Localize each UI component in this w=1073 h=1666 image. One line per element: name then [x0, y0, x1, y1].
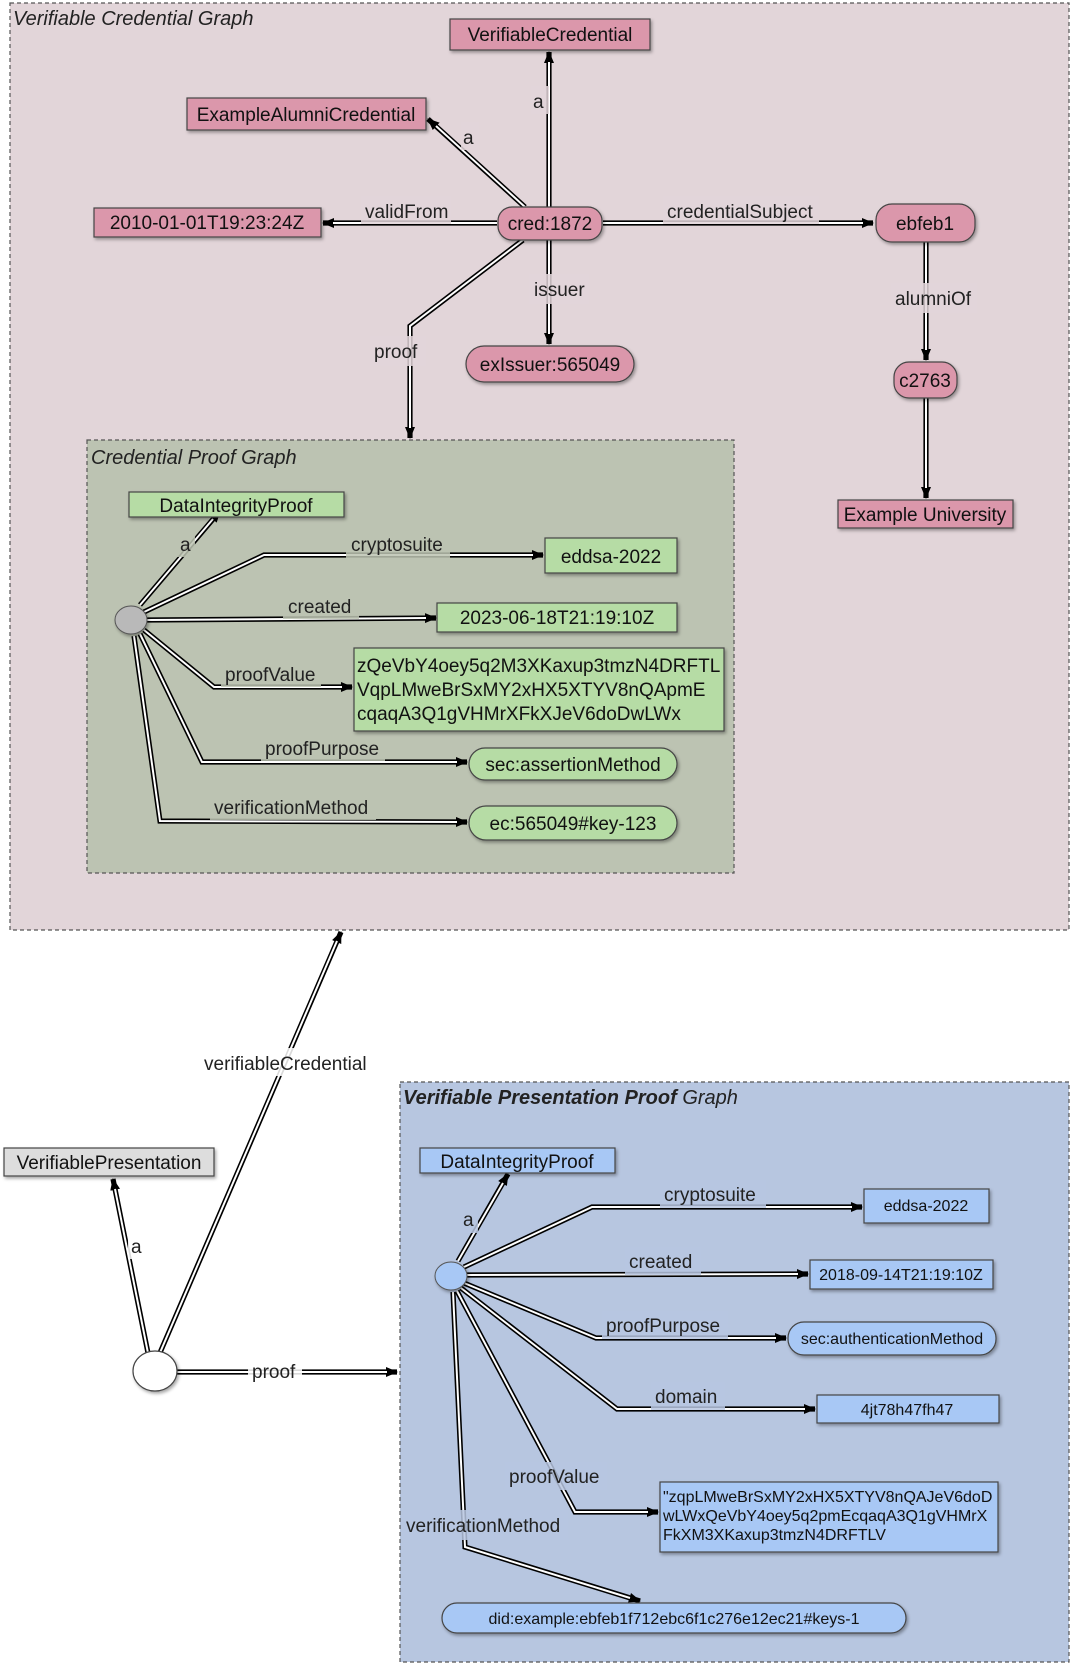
edge-cp-proof-purpose: [137, 632, 468, 767]
node-label-cp-verification-method: ec:565049#key-123: [490, 814, 657, 835]
node-cp-created: [436, 602, 678, 633]
node-label-valid-from-value: 2010-01-01T19:23:24Z: [110, 213, 305, 234]
node-pp-type: [419, 1147, 616, 1174]
node-presentation-proof-blank: [434, 1261, 468, 1291]
edge-label-pp-proof-purpose: proofPurpose: [606, 1316, 720, 1337]
credential-proof-graph-label: Credential Proof Graph: [91, 447, 297, 469]
edge-label-cp-created: created: [288, 597, 351, 618]
edge-label-cp-proof-value: proofValue: [225, 665, 316, 686]
node-label-c2763: c2763: [899, 371, 951, 392]
edge-label-alumni-of: alumniOf: [895, 289, 972, 310]
edge-vp-a: [110, 1178, 151, 1354]
node-cp-cryptosuite: [544, 537, 678, 574]
presentation-proof-graph-label-bold: Verifiable Presentation Proof: [403, 1087, 679, 1109]
edge-cp-a: [138, 509, 222, 607]
edge-pp-verification-method: [450, 1291, 641, 1604]
node-pp-cryptosuite: [863, 1188, 990, 1224]
edge-label-vp-a: a: [131, 1237, 142, 1258]
node-label-pp-proof-value-1: "zqpLMweBrSxMY2xHX5XTYV8nQAJeV6doD: [663, 1489, 992, 1506]
edge-label-credential-subject: credentialSubject: [667, 202, 813, 223]
node-ebfeb1: [875, 203, 976, 243]
node-pp-created: [809, 1259, 994, 1290]
node-label-pp-cryptosuite: eddsa-2022: [884, 1198, 969, 1215]
node-cp-proof-purpose: [468, 747, 678, 781]
node-label-pp-proof-value-3: FkXM3XKaxup3tmzN4DRFTLV: [663, 1527, 886, 1544]
node-cred-id: [497, 206, 603, 241]
node-label-pp-created: 2018-09-14T21:19:10Z: [819, 1267, 983, 1284]
edge-proof-cred: [405, 237, 525, 439]
edge-label-pp-a: a: [463, 1210, 474, 1231]
edge-verifiable-credential: [156, 930, 344, 1357]
credential-graph-label: Verifiable Credential Graph: [13, 8, 254, 30]
node-pp-proof-purpose: [787, 1321, 997, 1356]
node-label-example-university: Example University: [844, 505, 1007, 526]
edge-pp-proof-value: [454, 1289, 659, 1517]
edge-label-cp-proof-purpose: proofPurpose: [265, 739, 379, 760]
edge-labels: a a validFrom credentialSubject issuer p…: [128, 86, 977, 1540]
edge-label-valid-from: validFrom: [365, 202, 448, 223]
edge-label-verifiable-credential: verifiableCredential: [204, 1054, 367, 1075]
node-label-cp-created: 2023-06-18T21:19:10Z: [460, 608, 655, 629]
node-example-university: [837, 499, 1014, 529]
edge-label-a-vc: a: [533, 92, 544, 113]
node-label-vp-type: VerifiablePresentation: [17, 1153, 202, 1174]
node-label-example-alumni-credential: ExampleAlumniCredential: [197, 105, 416, 126]
node-pp-domain: [816, 1394, 1000, 1424]
node-label-cp-cryptosuite: eddsa-2022: [561, 547, 661, 568]
node-valid-from-value: [93, 207, 322, 238]
node-label-cp-proof-value-3: cqaqA3Q1gVHMrXFkXJeV6doDwLWx: [357, 704, 681, 725]
node-ex-issuer: [465, 345, 635, 383]
node-label-pp-proof-value-2: wLWxQeVbY4oey5q2pmEcqaqA3Q1gVHMrX: [662, 1508, 988, 1525]
node-label-cp-proof-value-2: VqpLMweBrSxMY2xHX5XTYV8nQApmE: [357, 680, 705, 701]
node-labels: VerifiableCredential ExampleAlumniCreden…: [17, 25, 1007, 1628]
edge-label-vp-proof: proof: [252, 1362, 296, 1383]
edge-label-pp-created: created: [629, 1252, 692, 1273]
node-label-verifiable-credential-type: VerifiableCredential: [468, 25, 633, 46]
node-label-cp-type: DataIntegrityProof: [159, 496, 313, 517]
node-label-pp-proof-purpose: sec:authenticationMethod: [801, 1331, 983, 1348]
node-label-ebfeb1: ebfeb1: [896, 214, 954, 235]
node-label-cred-id: cred:1872: [508, 214, 593, 235]
edge-label-cp-verification-method: verificationMethod: [214, 798, 368, 819]
node-cp-type: [128, 491, 345, 518]
edge-label-issuer: issuer: [534, 280, 585, 301]
node-label-pp-type: DataIntegrityProof: [440, 1152, 594, 1173]
node-label-pp-domain: 4jt78h47fh47: [861, 1402, 954, 1419]
presentation-proof-graph-box: [399, 1081, 1070, 1663]
edge-a-alumni-credential: [426, 117, 527, 209]
node-presentation-blank: [132, 1350, 178, 1392]
node-c2763: [893, 361, 958, 399]
edge-pp-domain: [459, 1285, 816, 1414]
presentation-proof-graph-label: Verifiable Presentation Proof Graph: [403, 1087, 738, 1109]
edge-label-a-alumni: a: [463, 128, 474, 149]
node-label-cp-proof-purpose: sec:assertionMethod: [485, 755, 660, 776]
node-label-pp-verification-method: did:example:ebfeb1f712ebc6f1c276e12ec21#…: [489, 1611, 860, 1628]
edge-label-pp-verification-method: verificationMethod: [406, 1516, 560, 1537]
edge-label-proof-cred: proof: [374, 342, 418, 363]
node-credential-proof-blank: [114, 605, 148, 635]
edge-label-pp-domain: domain: [655, 1387, 717, 1408]
nodes: [3, 18, 1014, 1634]
edge-label-pp-proof-value: proofValue: [509, 1467, 600, 1488]
node-cp-proof-value: [353, 647, 725, 732]
node-label-ex-issuer: exIssuer:565049: [480, 355, 621, 376]
edge-cp-verification-method: [131, 635, 468, 827]
edge-label-pp-cryptosuite: cryptosuite: [664, 1185, 756, 1206]
edge-pp-a: [455, 1172, 511, 1263]
node-cp-verification-method: [468, 805, 678, 841]
node-pp-proof-value: [659, 1481, 999, 1553]
node-label-cp-proof-value-1: zQeVbY4oey5q2M3XKaxup3tmzN4DRFTL: [357, 656, 720, 677]
node-vp-type: [3, 1147, 215, 1177]
edge-label-cp-a: a: [180, 535, 191, 556]
node-verifiable-credential-type: [449, 18, 651, 51]
node-example-alumni-credential: [186, 97, 427, 131]
edge-label-cp-cryptosuite: cryptosuite: [351, 535, 443, 556]
presentation-proof-graph-label-rest: Graph: [677, 1087, 738, 1109]
node-pp-verification-method: [441, 1602, 907, 1634]
